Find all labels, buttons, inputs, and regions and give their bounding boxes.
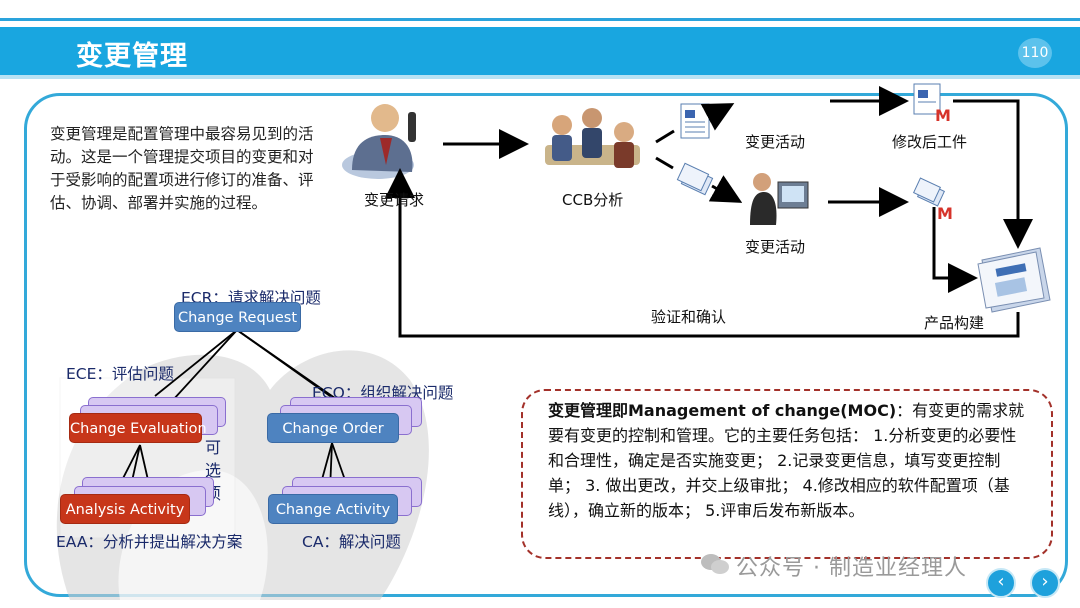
meeting-people-icon	[545, 108, 640, 168]
moc-title: 变更管理即Management of change(MOC)	[548, 401, 897, 420]
modified-doc-stack-icon-2	[912, 177, 946, 207]
node-change-activity: Change Activity	[268, 494, 398, 524]
doc-mark-2: M	[937, 204, 953, 223]
prev-slide-button[interactable]: ‹	[986, 568, 1016, 598]
verify-confirm-label: 验证和确认	[651, 308, 727, 326]
eaa-label: EAA：分析并提出解决方案	[56, 533, 243, 551]
node-change-evaluation: Change Evaluation	[69, 413, 207, 443]
intro-paragraph: 变更管理是配置管理中最容易见到的活动。这是一个管理提交项目的变更和对于受影响的配…	[50, 125, 314, 212]
moc-body: ：有变更的需求就要有变更的控制和管理。它的主要任务包括： 1.分析变更的必要性和…	[548, 401, 1025, 520]
header-underline	[0, 75, 1080, 79]
node-change-order: Change Order	[267, 413, 399, 443]
modified-artifacts-label: 修改后工件	[892, 133, 968, 151]
ccb-analysis-label: CCB分析	[562, 191, 624, 209]
header-top-line	[0, 18, 1080, 21]
page-number-badge: 110	[1018, 38, 1052, 68]
node-change-request: Change Request	[174, 302, 301, 332]
ece-label: ECE：评估问题	[66, 365, 174, 383]
product-build-icon	[977, 247, 1051, 313]
change-request-label: 变更请求	[364, 191, 425, 209]
watermark-text: 公众号 · 制造业经理人	[736, 556, 967, 581]
wechat-icon	[701, 554, 729, 574]
person-phone-icon	[342, 104, 416, 179]
node-analysis-activity: Analysis Activity	[60, 494, 190, 524]
change-activity-label-2: 变更活动	[745, 238, 806, 256]
header-bar	[0, 27, 1080, 75]
content-frame	[24, 93, 1068, 597]
doc-mark-1: M	[935, 106, 951, 125]
document-icon-1	[680, 103, 710, 139]
change-activity-label-1: 变更活动	[745, 133, 806, 151]
modified-doc-icon-1	[913, 83, 941, 115]
moc-description: 变更管理即Management of change(MOC)：有变更的需求就要有…	[548, 398, 1030, 523]
document-stack-icon-1	[676, 162, 714, 196]
computer-worker-icon	[750, 173, 809, 225]
page-title: 变更管理	[76, 41, 188, 72]
ca-label: CA：解决问题	[302, 533, 401, 551]
moc-box	[521, 389, 1053, 559]
product-build-label: 产品构建	[924, 314, 985, 332]
next-slide-button[interactable]: ›	[1030, 568, 1060, 598]
